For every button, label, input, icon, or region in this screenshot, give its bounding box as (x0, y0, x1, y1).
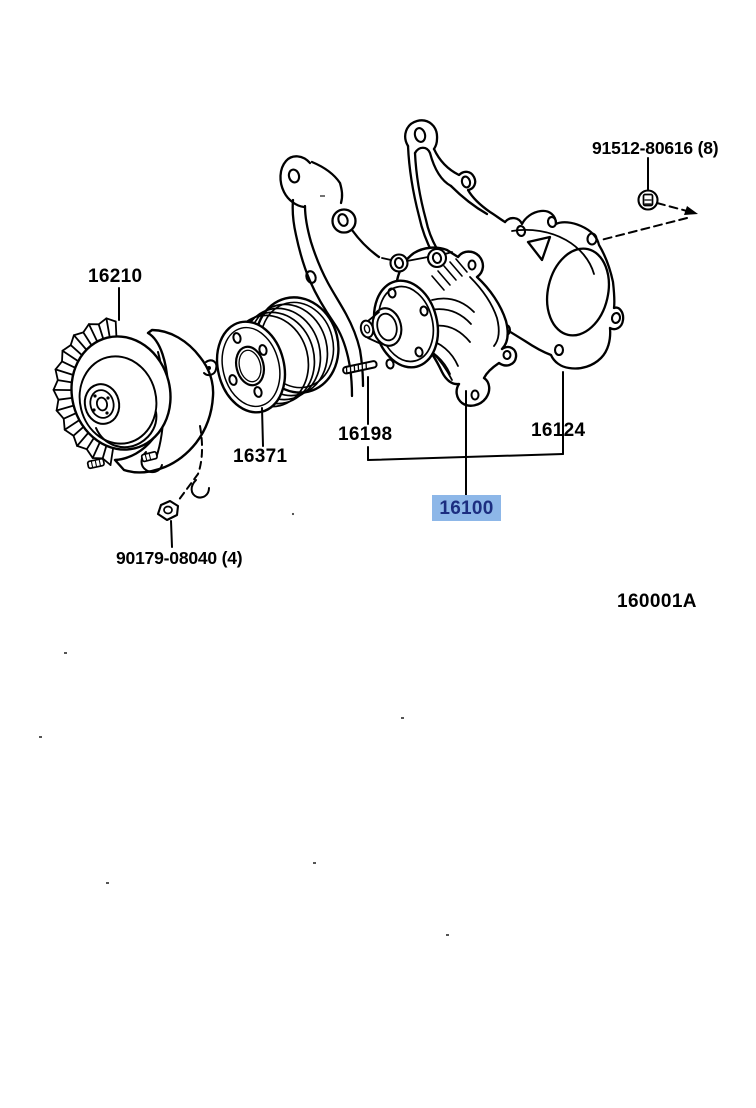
gasket-drawing (279, 119, 625, 398)
leader-90179 (170, 520, 173, 548)
part-label-bolt[interactable]: 91512-80616 (8) (592, 138, 719, 158)
figure-code: 160001A (617, 591, 697, 612)
part-label-stud[interactable]: 16198 (338, 424, 393, 445)
scan-speck (401, 717, 404, 719)
leader-lines (118, 157, 698, 548)
scan-speck (64, 652, 67, 654)
leader-16371 (261, 407, 264, 447)
part-label-nut[interactable]: 90179-08040 (4) (116, 548, 243, 568)
water-pump-drawing (359, 246, 518, 407)
pointer-arrowhead (684, 206, 698, 215)
stud-drawing (342, 360, 378, 375)
pulley-drawing (215, 296, 340, 414)
fan-coupling-drawing (52, 317, 218, 499)
part-label-fan-coupling[interactable]: 16210 (88, 266, 143, 287)
part-label-gasket[interactable]: 16124 (531, 420, 586, 441)
dashed-pointer-bolt-2 (600, 217, 688, 241)
dashed-pointer-nut (177, 425, 204, 502)
scan-speck (39, 736, 42, 738)
print-marks (291, 195, 325, 516)
part-label-water-pump[interactable]: 16100 (439, 497, 494, 519)
part-label-pulley[interactable]: 16371 (233, 446, 288, 467)
dashed-pointer-bolt (656, 202, 688, 212)
scan-speck (313, 862, 316, 864)
scan-speck (106, 882, 109, 884)
nut-icon (156, 499, 180, 522)
selection-highlight[interactable]: 16100 (432, 495, 501, 521)
scan-speck (446, 934, 449, 936)
bolt-icon (637, 189, 659, 211)
